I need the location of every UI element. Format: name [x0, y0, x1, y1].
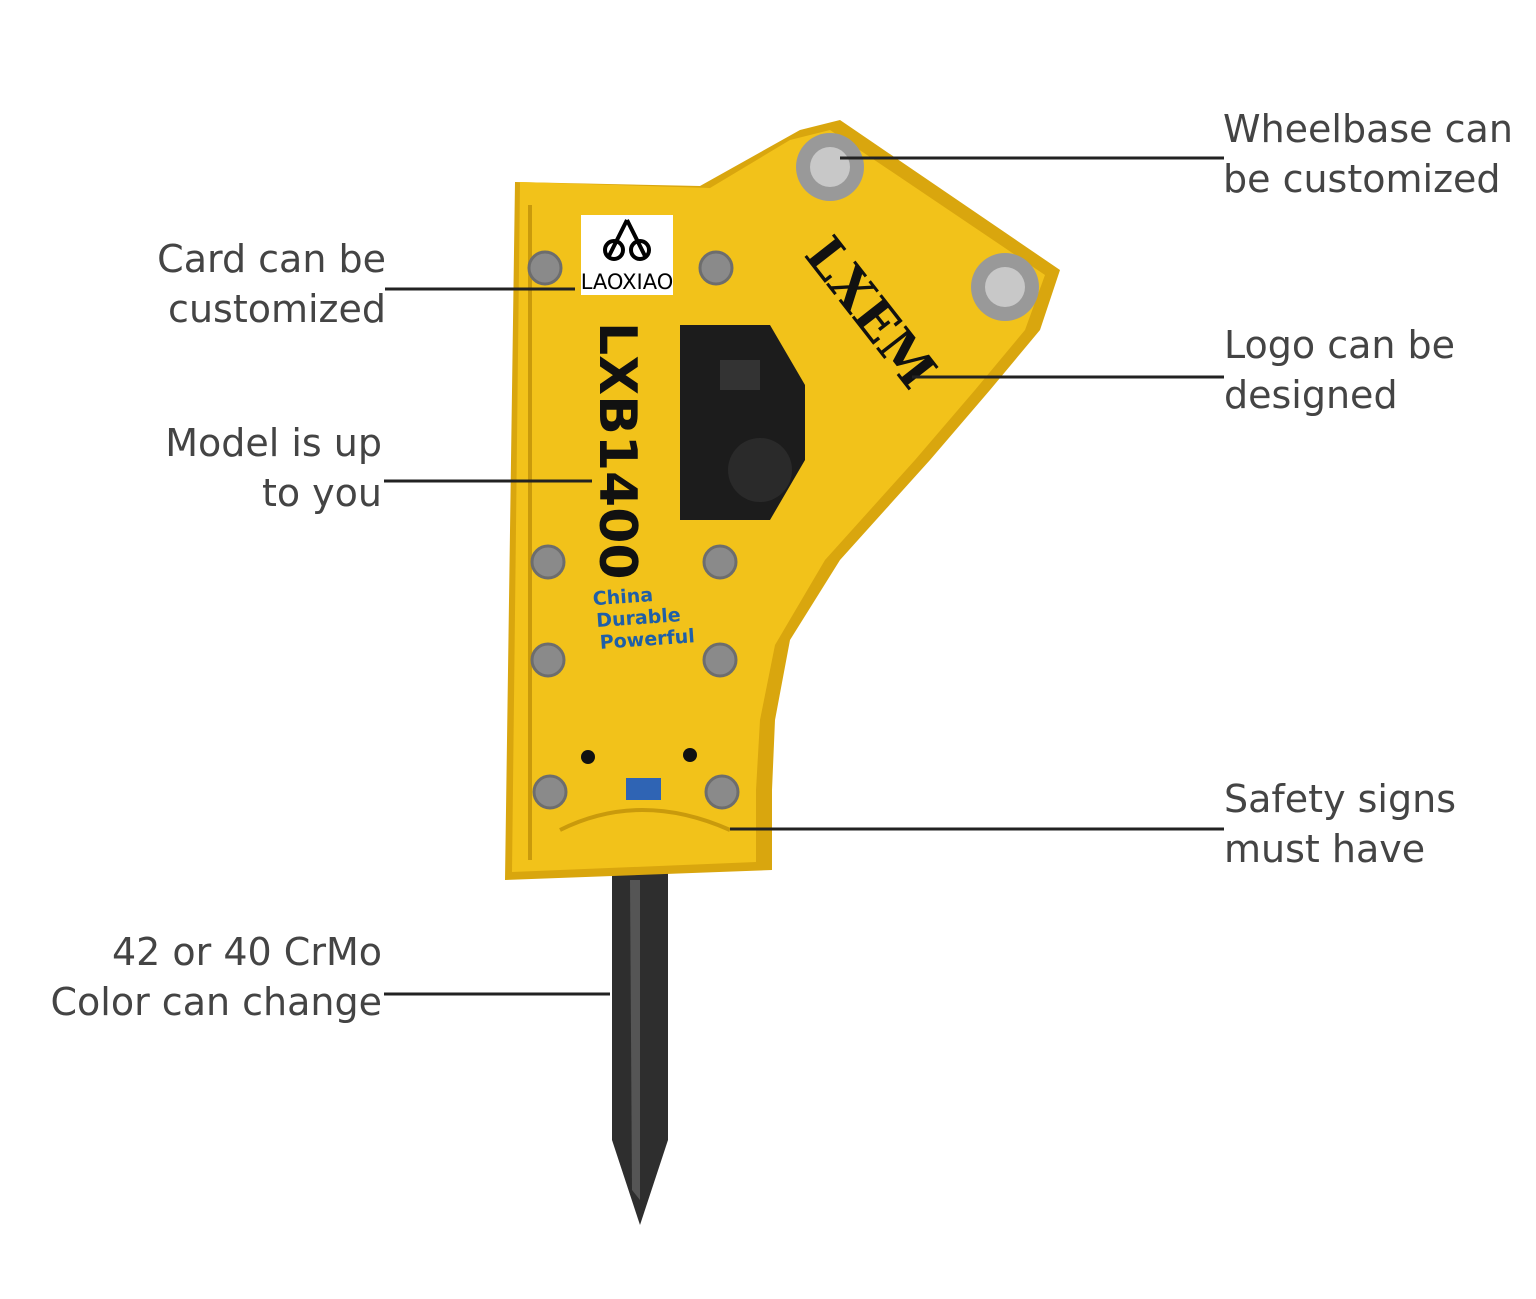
inner-gear [728, 438, 792, 502]
callout-safety-line-1: Safety signs [1224, 777, 1456, 821]
card-badge [581, 215, 673, 295]
callout-logo: Logo can be designed [1224, 320, 1455, 420]
bolt [530, 544, 566, 580]
callout-logo-line-1: Logo can be [1224, 323, 1456, 367]
callout-model: Model is up to you [80, 418, 382, 518]
bolt [527, 250, 563, 286]
card-logo-icon [603, 219, 651, 261]
callout-safety-line-2: must have [1224, 827, 1426, 871]
hole [581, 750, 595, 764]
inner-part [720, 360, 760, 390]
callout-card-line-1: Card can be [157, 237, 386, 281]
rod-highlight [630, 880, 640, 1200]
bolt [530, 642, 566, 678]
safety-sign-plate [626, 778, 661, 800]
hole [683, 748, 697, 762]
bolt [702, 544, 738, 580]
bottom-curve [559, 808, 731, 832]
callout-model-line-1: Model is up [165, 421, 382, 465]
callout-wheelbase-line-2: be customized [1223, 157, 1501, 201]
wheelbase-pin-top [796, 133, 864, 201]
callout-card: Card can be customized [80, 234, 386, 334]
model-text: LXB1400 [587, 322, 647, 580]
leader-lines [384, 156, 1224, 996]
slogan-line-1: China [592, 584, 654, 610]
bolts [527, 250, 740, 810]
bolt [532, 774, 568, 810]
callout-rod-line-2: Color can change [50, 980, 382, 1024]
bolt [704, 774, 740, 810]
callout-logo-line-2: designed [1224, 373, 1398, 417]
callout-rod: 42 or 40 CrMo Color can change [20, 927, 382, 1027]
callout-card-line-2: customized [168, 287, 386, 331]
slogan: China Durable Powerful [592, 584, 695, 654]
callout-wheelbase-line-1: Wheelbase can [1223, 107, 1513, 151]
callout-wheelbase: Wheelbase can be customized [1223, 104, 1513, 204]
card-text: LAOXIAO [581, 270, 673, 294]
bolt [702, 642, 738, 678]
callout-model-line-2: to you [261, 471, 382, 515]
bolt [698, 250, 734, 286]
callout-safety: Safety signs must have [1224, 774, 1456, 874]
callout-rod-line-1: 42 or 40 CrMo [111, 930, 382, 974]
wheelbase-pin-bottom [971, 253, 1039, 321]
